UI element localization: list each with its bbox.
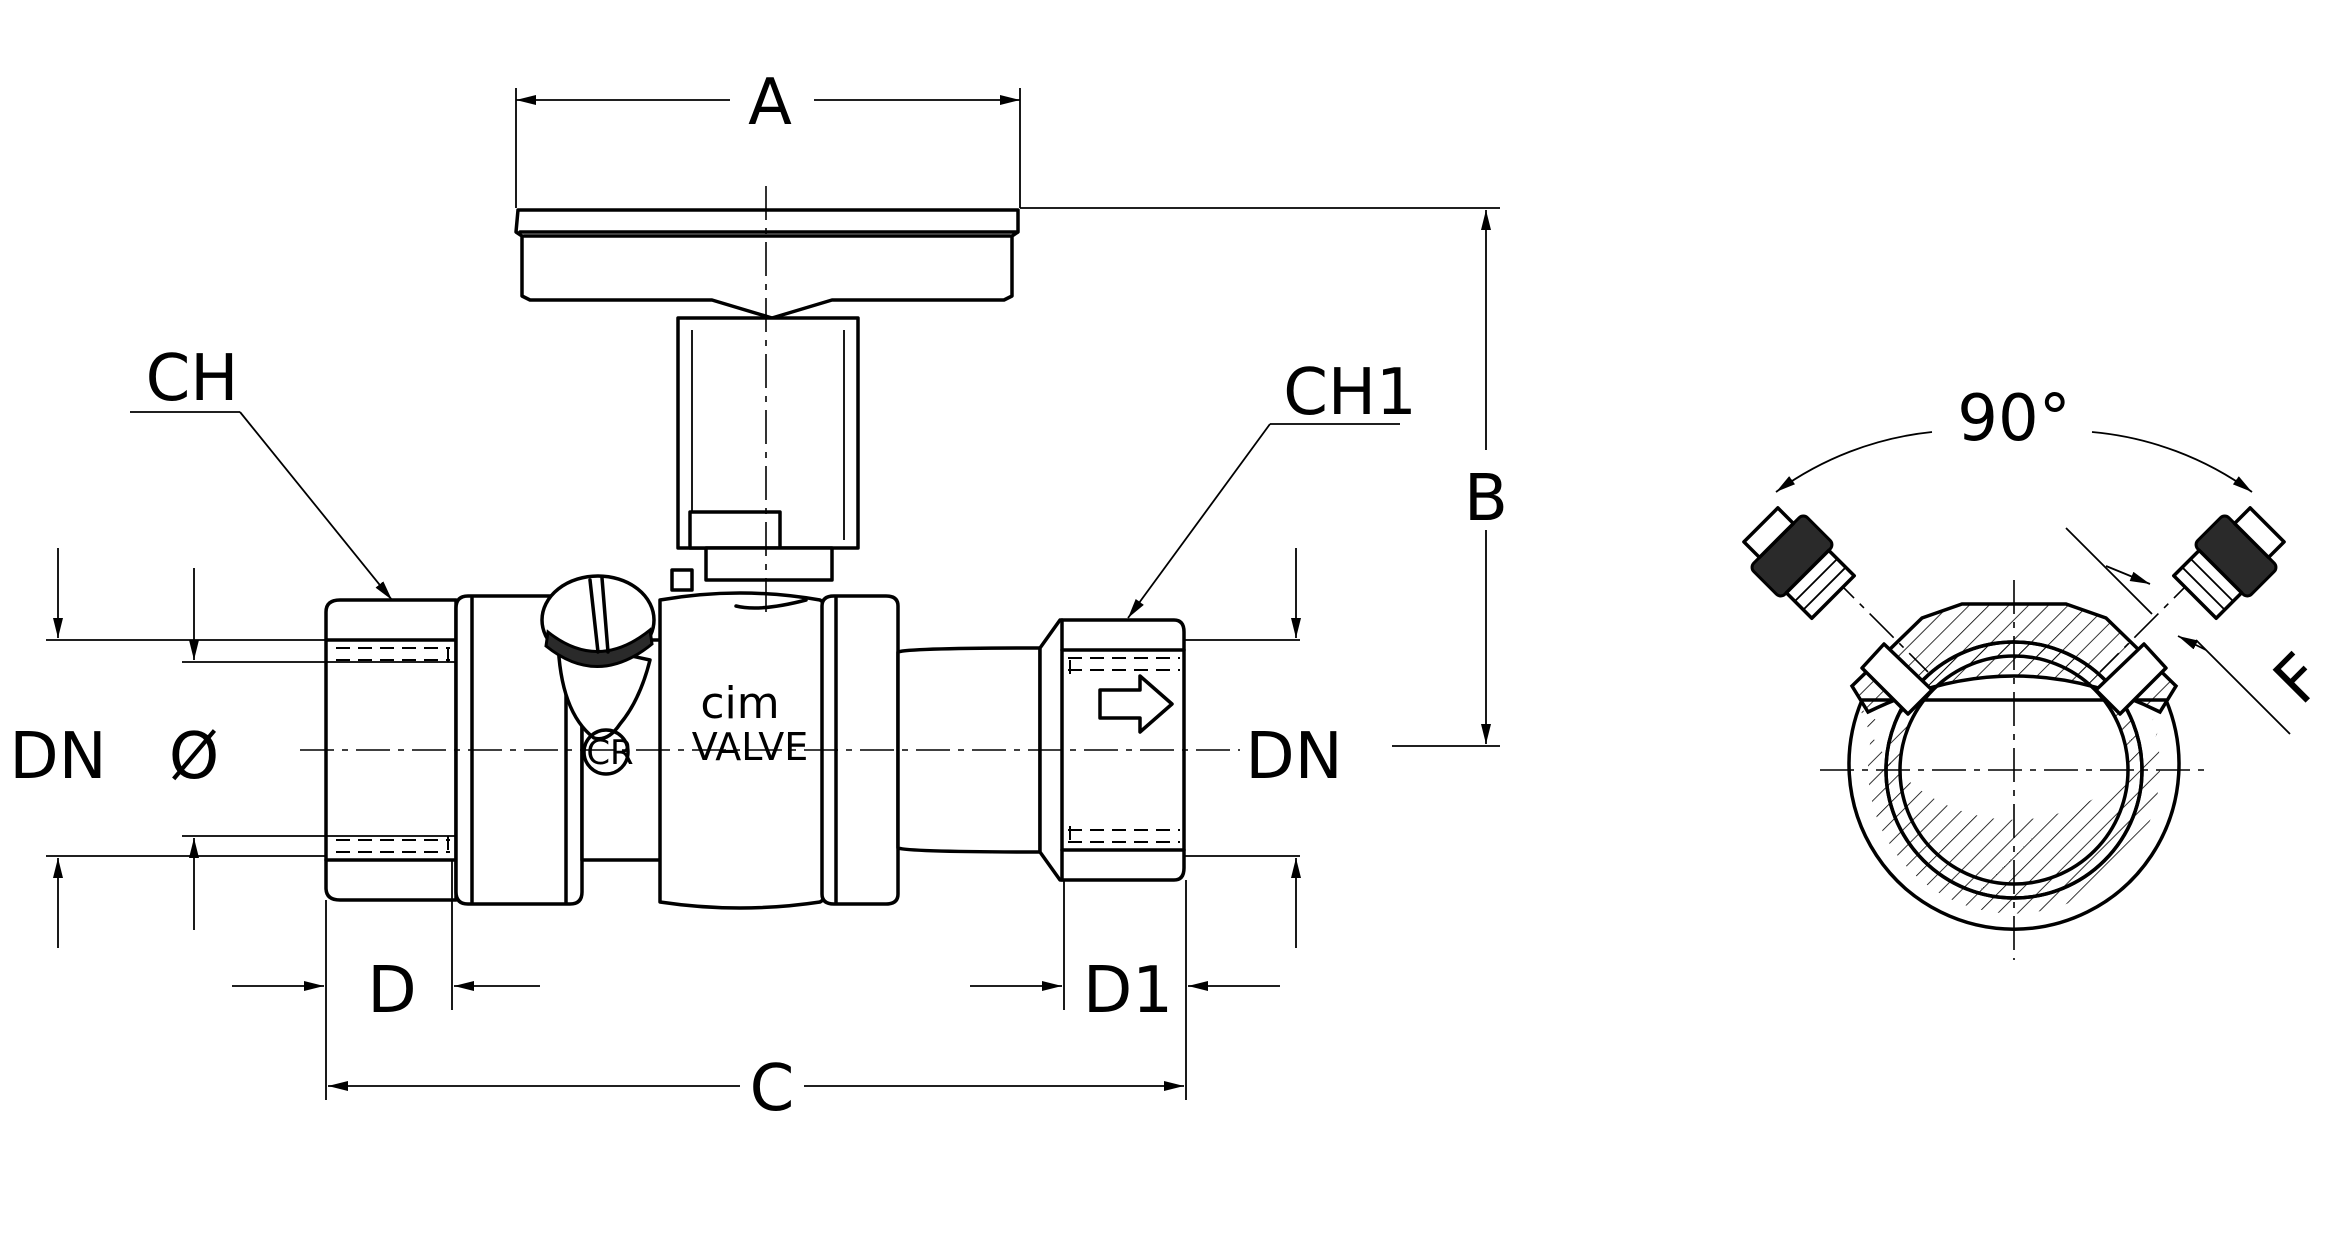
section-view: 90° F (1742, 382, 2338, 960)
dim-d: D (232, 860, 540, 1028)
label-c: C (750, 1052, 795, 1126)
flow-direction-icon (1098, 674, 1174, 734)
dim-b: B (1020, 207, 1516, 747)
valve-body: cim VALVE (658, 591, 828, 910)
leader-ch: CH (130, 342, 393, 601)
label-dn-right: DN (1245, 720, 1342, 794)
side-view: cim VALVE CR (9, 66, 1516, 1126)
dim-dn-right: DN (1184, 548, 1343, 948)
logo-marking: CR (586, 733, 633, 773)
test-plug (540, 574, 656, 741)
cr-logo: CR (582, 728, 634, 776)
dim-d1: D1 (970, 880, 1280, 1028)
left-section-plug (1742, 506, 1856, 620)
dim-angle: 90° (1775, 382, 2253, 493)
lever-handle (514, 208, 1020, 592)
label-f: F (2260, 640, 2338, 718)
label-ch1: CH1 (1283, 356, 1417, 430)
label-b: B (1464, 462, 1508, 536)
dim-dn-left: DN (9, 548, 326, 948)
leader-ch1: CH1 (1127, 356, 1417, 619)
dim-c: C (325, 880, 1187, 1126)
label-angle: 90° (1957, 382, 2070, 456)
dim-a: A (515, 66, 1021, 208)
label-diameter: Ø (169, 720, 219, 794)
right-section-plug (2172, 506, 2286, 620)
label-d: D (367, 954, 416, 1028)
label-d1: D1 (1083, 954, 1173, 1028)
label-ch: CH (146, 342, 239, 416)
brand-marking: cim (700, 678, 779, 729)
label-dn-left: DN (9, 720, 106, 794)
label-a: A (748, 66, 792, 140)
dim-diameter: Ø (169, 568, 456, 930)
model-marking: VALVE (692, 725, 809, 769)
